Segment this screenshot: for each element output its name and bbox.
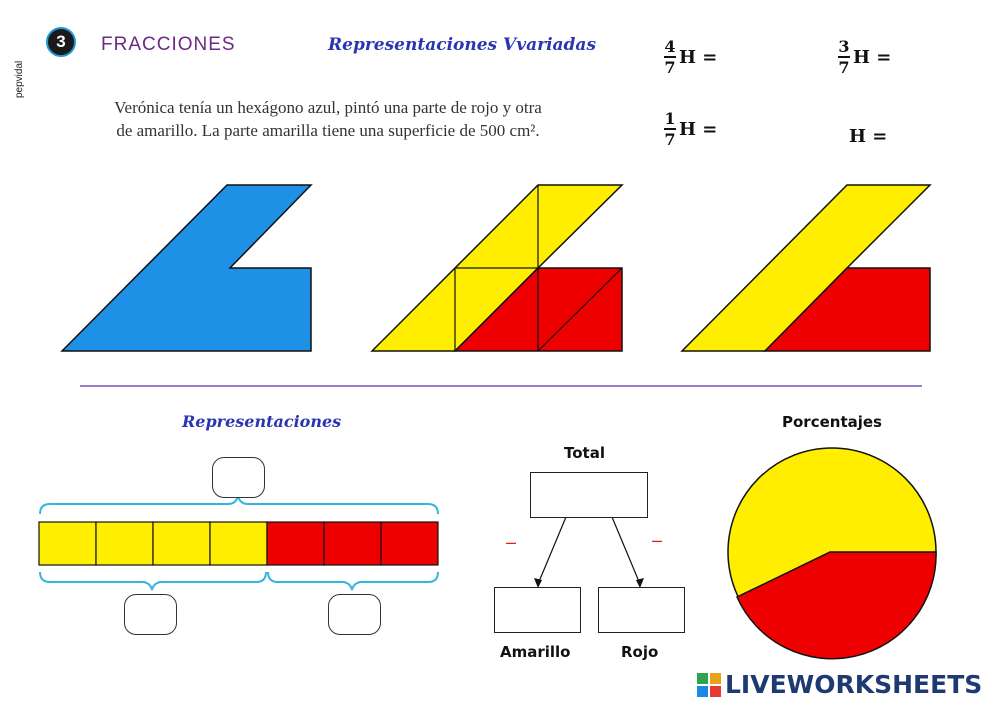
fraction-whole: H = <box>849 126 887 147</box>
tree-total-label: Total <box>564 444 605 462</box>
fraction-1-7-answer[interactable]: H = <box>679 118 718 140</box>
minus-left: – <box>506 532 517 552</box>
red-answer-box[interactable] <box>328 594 381 635</box>
minus-right: – <box>652 530 663 550</box>
fraction-4-7-answer[interactable]: H = <box>679 46 718 68</box>
yellow-answer-box[interactable] <box>124 594 177 635</box>
blue-hexagon <box>60 184 313 352</box>
bottom-right-bracket <box>267 571 439 591</box>
brand-grid-icon <box>697 672 721 697</box>
top-bracket <box>39 495 439 515</box>
exercise-number-badge: 3 <box>46 27 76 57</box>
divided-hexagon <box>370 184 624 352</box>
problem-line-2: de amarillo. La parte amarilla tiene una… <box>116 121 540 140</box>
brand-text: LIVEWORKSHEETS <box>725 670 983 699</box>
representations-title: Representaciones <box>182 412 342 431</box>
fraction-whole-answer[interactable]: H = <box>849 126 888 147</box>
percent-title: Porcentajes <box>782 413 882 431</box>
bar-model <box>38 521 439 566</box>
problem-line-1: Verónica tenía un hexágono azul, pintó u… <box>114 98 542 117</box>
page-title: FRACCIONES <box>101 34 236 55</box>
tree-yellow-label: Amarillo <box>500 643 571 661</box>
bottom-left-bracket <box>39 571 267 591</box>
percent-pie <box>727 447 937 660</box>
tree-yellow-box[interactable] <box>494 587 581 633</box>
page-subtitle: Representaciones Vvariadas <box>328 35 597 55</box>
problem-statement: Verónica tenía un hexágono azul, pintó u… <box>58 96 598 142</box>
total-answer-box[interactable] <box>212 457 265 498</box>
brand-logo: LIVEWORKSHEETS <box>696 670 982 699</box>
tree-red-box[interactable] <box>598 587 685 633</box>
fraction-3-7-answer[interactable]: H = <box>853 46 892 68</box>
tree-total-box[interactable] <box>530 472 648 518</box>
colored-hexagon <box>680 184 932 352</box>
tree-red-label: Rojo <box>621 643 659 661</box>
